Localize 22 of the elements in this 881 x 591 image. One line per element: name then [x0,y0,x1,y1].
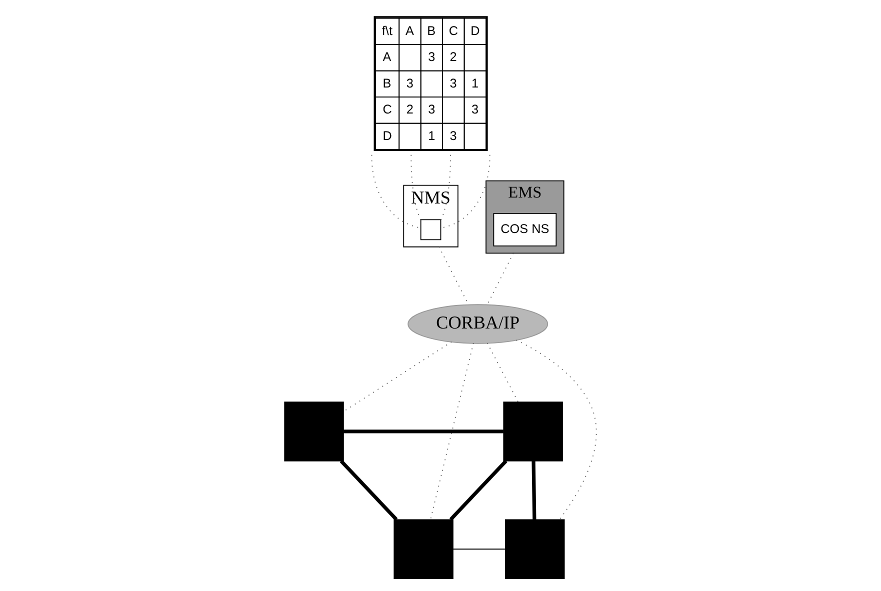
connector [430,342,474,520]
connector [452,548,506,550]
node-box [394,519,454,579]
connector [440,154,451,220]
connector [532,460,536,520]
cluster: NMS [403,184,458,248]
connector [486,252,514,306]
node-ellipse: CORBA/IP [408,304,548,344]
connector [449,460,508,521]
connector [343,341,452,412]
connector [344,430,504,434]
node-box [505,519,565,579]
node-box [503,402,563,462]
connector [371,154,421,228]
connector [440,154,490,228]
connector [340,460,398,521]
connector [486,342,519,402]
node-box: COS NS [493,212,557,246]
connector [410,154,422,220]
connector [516,340,597,520]
node-box [420,219,442,240]
node-box [284,402,344,462]
